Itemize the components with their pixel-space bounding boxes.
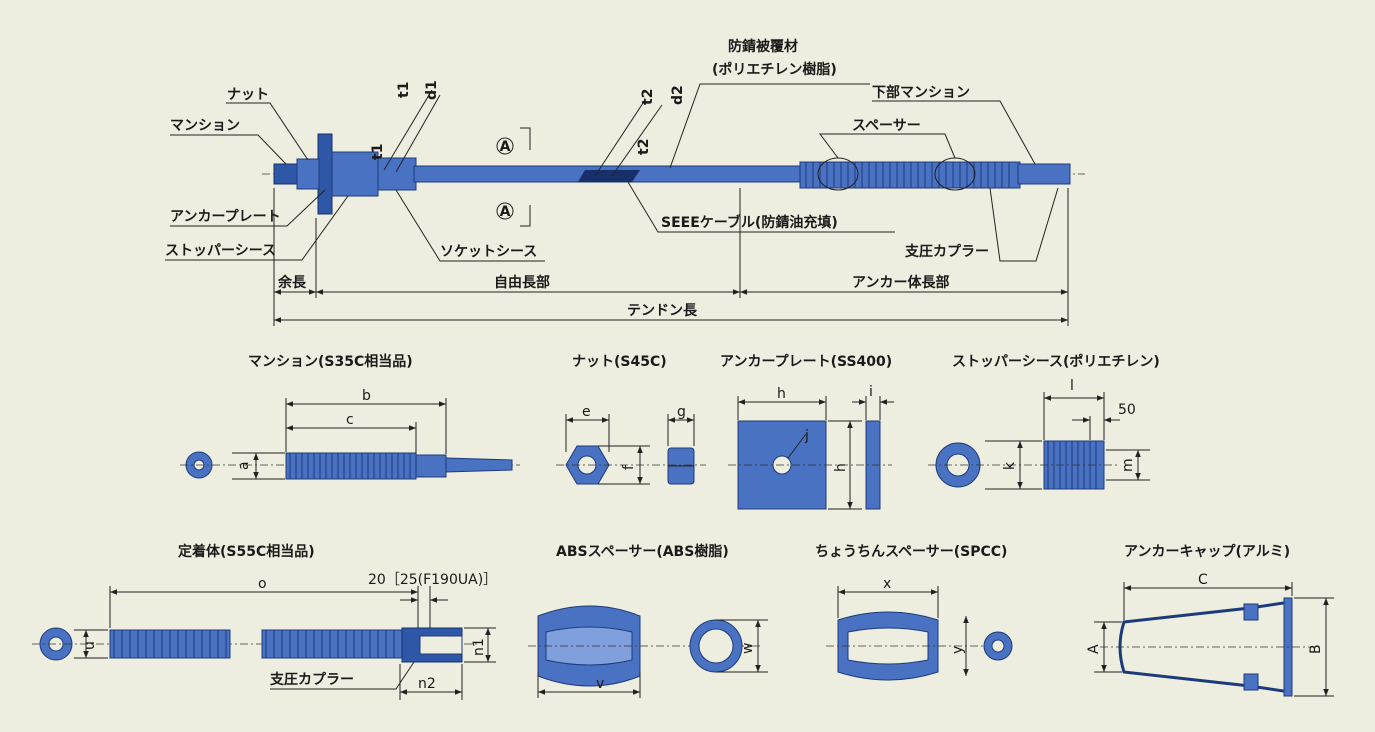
label-stopper-sheath: ストッパーシース: [165, 243, 276, 259]
anchor-body: [799, 161, 1021, 189]
nut-dim-e: e: [582, 404, 591, 420]
label-manshon: マンション: [170, 118, 240, 134]
abs-spacer-dim-v: v: [596, 676, 604, 692]
label-nut: ナット: [227, 87, 269, 103]
anchor-plate-dim-h: h: [777, 386, 786, 402]
section-a-top: A: [500, 139, 511, 155]
label-t1-lower: t1: [370, 144, 386, 160]
manshon-thread: [285, 452, 417, 480]
nut-title: ナット(S45C): [572, 354, 667, 370]
anchorage-dim-n2: n2: [418, 676, 436, 692]
nut-dim-f: f: [621, 464, 637, 470]
nut-shape: [296, 158, 320, 190]
part-anchor-plate: アンカープレート(SS400) h i j h: [720, 354, 894, 510]
anchor-cap-dim-a: A: [1086, 644, 1102, 654]
anchorage-dim-o: o: [258, 576, 267, 592]
section-a-bottom: A: [500, 204, 511, 220]
part-stopper-sheath: ストッパーシース(ポリエチレン) l 50 k m: [928, 353, 1160, 490]
manshon-dim-a: a: [236, 461, 252, 470]
label-d1: d1: [424, 80, 440, 100]
stopper-sheath-dim-m: m: [1120, 458, 1136, 472]
lantern-spacer-dim-x: x: [883, 576, 891, 592]
part-anchor-cap: アンカーキャップ(アルミ) C A B: [1086, 544, 1334, 697]
anchor-cap-dim-c: C: [1198, 572, 1208, 588]
stopper-sheath-shape: [331, 151, 379, 197]
anchor-plate-dim-h2: h: [833, 463, 849, 472]
anchorage-title: 定着体(S55C相当品): [178, 543, 315, 560]
label-socket-sheath: ソケットシース: [440, 244, 537, 260]
label-lower-manshon: 下部マンション: [872, 84, 970, 101]
anchor-plate-title: アンカープレート(SS400): [720, 354, 892, 370]
main-assembly: A A t1 d1 t1 t2 d2 t2 防錆被覆材 (ポリエチレン樹脂) 下…: [165, 38, 1085, 326]
label-anchor-plate: アンカープレート: [170, 209, 281, 225]
label-t2: t2: [640, 89, 656, 105]
lower-manshon-shape: [1017, 163, 1071, 185]
stopper-sheath-dim-l: l: [1070, 378, 1074, 394]
part-lantern-spacer: ちょうちんスペーサー(SPCC) x y: [815, 544, 1013, 681]
label-seee-cable: SEEEケーブル(防錆油充填): [661, 214, 838, 231]
part-anchorage: 定着体(S55C相当品) o 20［25(F190UA)］ u n1 n2 支圧…: [32, 543, 497, 700]
anchorage-dim-20: 20［25(F190UA)］: [368, 572, 497, 588]
manshon-dim-c: c: [346, 412, 354, 428]
stopper-sheath-dim-50: 50: [1118, 402, 1136, 418]
label-bearing-coupler: 支圧カプラー: [904, 243, 989, 260]
anchor-cap-dim-b: B: [1308, 644, 1324, 654]
coating-cut: [578, 170, 640, 182]
dim-tendon-length: テンドン長: [627, 303, 698, 319]
socket-sheath-shape: [377, 157, 417, 191]
manshon-title: マンション(S35C相当品): [248, 353, 413, 370]
anchorage-label-coupler: 支圧カプラー: [269, 671, 354, 688]
label-t2-lower: t2: [636, 139, 652, 155]
manshon-dim-b: b: [362, 388, 371, 404]
lantern-spacer-title: ちょうちんスペーサー(SPCC): [815, 544, 1007, 560]
stopper-sheath-title: ストッパーシース(ポリエチレン): [952, 353, 1160, 370]
dim-extra-length: 余長: [277, 274, 307, 291]
part-manshon: マンション(S35C相当品) b c a: [180, 353, 520, 480]
part-abs-spacer: ABSスペーサー(ABS樹脂) v w: [528, 543, 768, 698]
anchorage-ribs-2: [261, 629, 403, 659]
stopper-sheath-dim-k: k: [1002, 461, 1018, 470]
label-t1: t1: [396, 82, 412, 98]
anchor-cap-title: アンカーキャップ(アルミ): [1124, 544, 1290, 560]
label-coating: 防錆被覆材: [728, 38, 798, 55]
anchor-plate-dim-i: i: [869, 384, 873, 400]
anchor-plate-dim-j: j: [804, 428, 809, 444]
anchor-plate-shape: [317, 133, 333, 215]
label-d2: d2: [670, 85, 686, 105]
nut-dim-g: g: [677, 404, 686, 420]
dim-free-length: 自由長部: [494, 274, 550, 291]
part-nut: ナット(S45C) e g f: [556, 354, 706, 485]
abs-spacer-dim-w: w: [740, 643, 756, 654]
label-coating-sub: (ポリエチレン樹脂): [712, 61, 837, 78]
lantern-spacer-dim-y: y: [950, 646, 966, 654]
anchorage-dim-u: u: [82, 641, 98, 650]
anchorage-dim-n1: n1: [471, 638, 487, 656]
abs-spacer-title: ABSスペーサー(ABS樹脂): [556, 543, 729, 560]
dim-anchor-length: アンカー体長部: [852, 274, 949, 291]
label-spacer: スペーサー: [852, 118, 921, 134]
